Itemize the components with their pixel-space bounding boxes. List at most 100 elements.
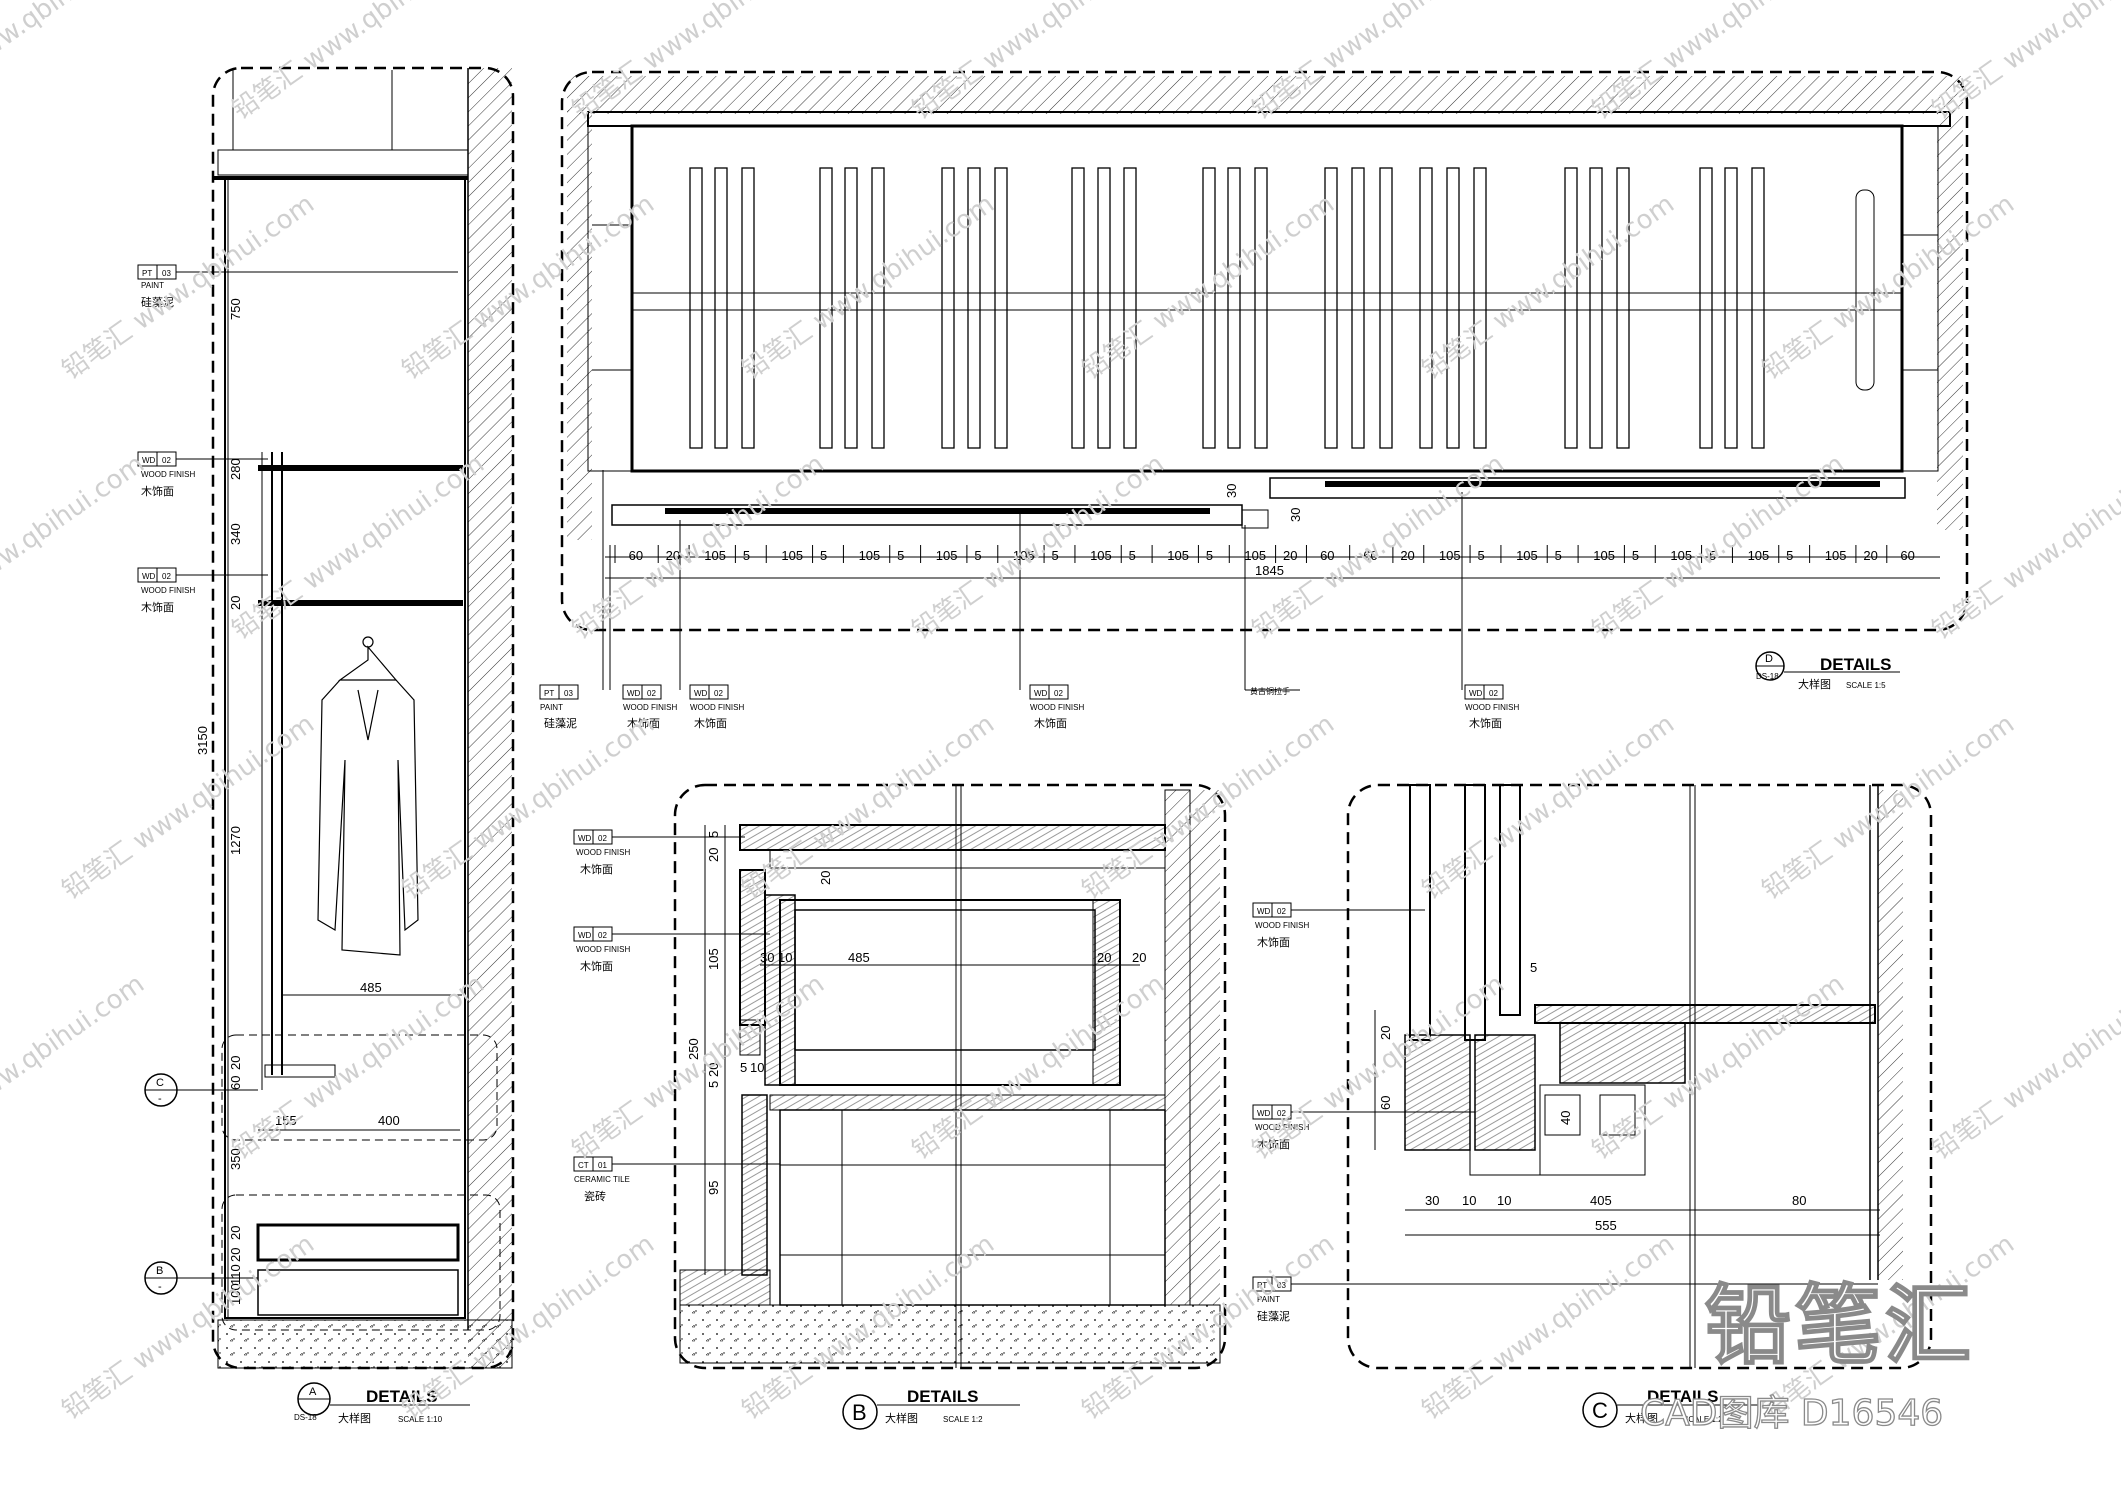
section-marker-b: B - bbox=[144, 1261, 258, 1295]
view-c-dim-555: 555 bbox=[1595, 1218, 1617, 1233]
svg-text:WOOD FINISH: WOOD FINISH bbox=[576, 945, 630, 954]
svg-text:02: 02 bbox=[1054, 689, 1063, 698]
view-d-dim-segment: 105 bbox=[1825, 548, 1847, 563]
view-d-dim-segment: 5 bbox=[1632, 548, 1639, 563]
svg-text:WD: WD bbox=[1469, 689, 1483, 698]
svg-text:PAINT: PAINT bbox=[1257, 1295, 1280, 1304]
watermark-text: 铅笔汇 www.qbihui.com bbox=[397, 709, 660, 906]
watermark-text: 铅笔汇 www.qbihui.com bbox=[1077, 189, 1340, 386]
view-b-title-block: B DETAILS 大样图 SCALE 1:2 bbox=[842, 1387, 1020, 1430]
watermark-text: 铅笔汇 www.qbihui.com bbox=[227, 0, 490, 126]
svg-text:A: A bbox=[309, 1386, 317, 1398]
svg-text:02: 02 bbox=[1277, 1109, 1286, 1118]
hanger-slot bbox=[844, 167, 858, 449]
watermark-text: 铅笔汇 www.qbihui.com bbox=[907, 969, 1170, 1166]
view-c-dim-10a: 10 bbox=[1462, 1193, 1476, 1208]
view-d-dim-segment: 5 bbox=[1052, 548, 1059, 563]
view-d-dim-segment: 105 bbox=[1013, 548, 1035, 563]
material-tag: WD 02 WOOD FINISH 木饰面 bbox=[573, 926, 770, 973]
svg-text:WOOD FINISH: WOOD FINISH bbox=[1030, 703, 1084, 712]
view-b-dashed-frame bbox=[673, 783, 1227, 1370]
material-tag: PT 03 PAINT 硅藻泥 bbox=[1252, 1276, 1878, 1323]
hanger-slot bbox=[994, 167, 1008, 449]
svg-text:WOOD FINISH: WOOD FINISH bbox=[141, 470, 195, 479]
watermark-text: 铅笔汇 www.qbihui.com bbox=[227, 449, 490, 646]
svg-text:DETAILS: DETAILS bbox=[1647, 1387, 1718, 1406]
view-c-dim-10b: 10 bbox=[1497, 1193, 1511, 1208]
view-b-dim-20-far: 20 bbox=[1132, 950, 1146, 965]
svg-text:木饰面: 木饰面 bbox=[1034, 716, 1067, 730]
hanger-slot bbox=[741, 167, 755, 449]
svg-text:SCALE 1:2: SCALE 1:2 bbox=[943, 1415, 983, 1424]
hanger-slot bbox=[941, 167, 955, 449]
view-a-dim-100: 100 bbox=[228, 1283, 243, 1305]
view-c-dim-405: 405 bbox=[1590, 1193, 1612, 1208]
view-a-dim-155: 155 bbox=[275, 1113, 297, 1128]
view-b-dim-20b: 20 bbox=[706, 1063, 721, 1077]
view-c-dim-5: 5 bbox=[1530, 960, 1537, 975]
view-a-dim-20d: 20 bbox=[228, 1226, 243, 1240]
view-b-dim-5c: 5 bbox=[740, 1060, 747, 1075]
svg-text:B: B bbox=[852, 1400, 867, 1425]
watermark-text: 铅笔汇 www.qbihui.com bbox=[1757, 189, 2020, 386]
brand-logo: 铅笔汇 CAD图库 D16546 bbox=[1639, 1275, 1975, 1435]
view-a-wall-hatch bbox=[468, 68, 512, 1368]
svg-text:02: 02 bbox=[1277, 907, 1286, 916]
svg-text:02: 02 bbox=[162, 572, 171, 581]
svg-text:02: 02 bbox=[714, 689, 723, 698]
view-d-dim-segment: 105 bbox=[936, 548, 958, 563]
watermark-text: 铅笔汇 www.qbihui.com bbox=[0, 969, 150, 1166]
view-b-dim-30: 30 bbox=[760, 950, 774, 965]
svg-text:WD: WD bbox=[1034, 689, 1048, 698]
view-d-dim-segment: 105 bbox=[1516, 548, 1538, 563]
svg-text:木饰面: 木饰面 bbox=[1257, 935, 1290, 949]
hanger-slot bbox=[819, 167, 833, 449]
material-tag: WD 02 WOOD FINISH 木饰面 bbox=[137, 567, 268, 614]
view-d-dim-segment: 5 bbox=[1477, 548, 1484, 563]
view-d-dim-segment: 60 bbox=[629, 548, 643, 563]
detail-view-c: 5 20 60 40 30 10 10 405 80 555 WD 02 WOO… bbox=[1252, 783, 1933, 1428]
svg-text:PT: PT bbox=[544, 689, 554, 698]
watermark-text: 铅笔汇 www.qbihui.com bbox=[737, 189, 1000, 386]
hanger-slot bbox=[1419, 167, 1433, 449]
view-b-dim-20-inner: 20 bbox=[818, 871, 833, 885]
view-d-dim-segment: 5 bbox=[1129, 548, 1136, 563]
hanger-slot bbox=[1699, 167, 1713, 449]
svg-text:CERAMIC TILE: CERAMIC TILE bbox=[574, 1175, 630, 1184]
brand-logo-text: 铅笔汇 bbox=[1705, 1276, 1975, 1376]
view-c-dim-40: 40 bbox=[1558, 1111, 1573, 1125]
svg-text:木饰面: 木饰面 bbox=[694, 716, 727, 730]
svg-text:木饰面: 木饰面 bbox=[141, 484, 174, 498]
svg-text:WD: WD bbox=[578, 931, 592, 940]
watermark-text: 铅笔汇 www.qbihui.com bbox=[1927, 0, 2121, 126]
view-d-dim-segment: 5 bbox=[820, 548, 827, 563]
watermark-text: 铅笔汇 www.qbihui.com bbox=[1927, 969, 2121, 1166]
hanger-slot bbox=[1202, 167, 1216, 449]
svg-text:大样图: 大样图 bbox=[885, 1411, 918, 1425]
view-d-dim-segment: 60 bbox=[1363, 548, 1377, 563]
view-d-dim-segment: 5 bbox=[1786, 548, 1793, 563]
view-a-dim-400: 400 bbox=[378, 1113, 400, 1128]
svg-text:C: C bbox=[156, 1077, 164, 1089]
view-d-dim-segment: 105 bbox=[1090, 548, 1112, 563]
view-b-dim-105: 105 bbox=[706, 948, 721, 970]
view-a-dim-20b: 20 bbox=[228, 1056, 243, 1070]
drawer-runner-hardware bbox=[1539, 1084, 1646, 1176]
svg-text:WOOD FINISH: WOOD FINISH bbox=[141, 586, 195, 595]
watermark-text: 铅笔汇 www.qbihui.com bbox=[57, 709, 320, 906]
view-d-dim-segment: 105 bbox=[1670, 548, 1692, 563]
view-d-dim-segment: 105 bbox=[1244, 548, 1266, 563]
view-d-dim-segment: 20 bbox=[1283, 548, 1297, 563]
view-b-dim-5b: 5 bbox=[706, 1081, 721, 1088]
svg-text:-: - bbox=[158, 1281, 162, 1293]
svg-text:01: 01 bbox=[598, 1161, 607, 1170]
svg-text:WD: WD bbox=[694, 689, 708, 698]
hanger-slot bbox=[1227, 167, 1241, 449]
view-d-dim-segment: 105 bbox=[1167, 548, 1189, 563]
watermark-text: 铅笔汇 www.qbihui.com bbox=[1417, 189, 1680, 386]
svg-text:C: C bbox=[1592, 1398, 1608, 1423]
